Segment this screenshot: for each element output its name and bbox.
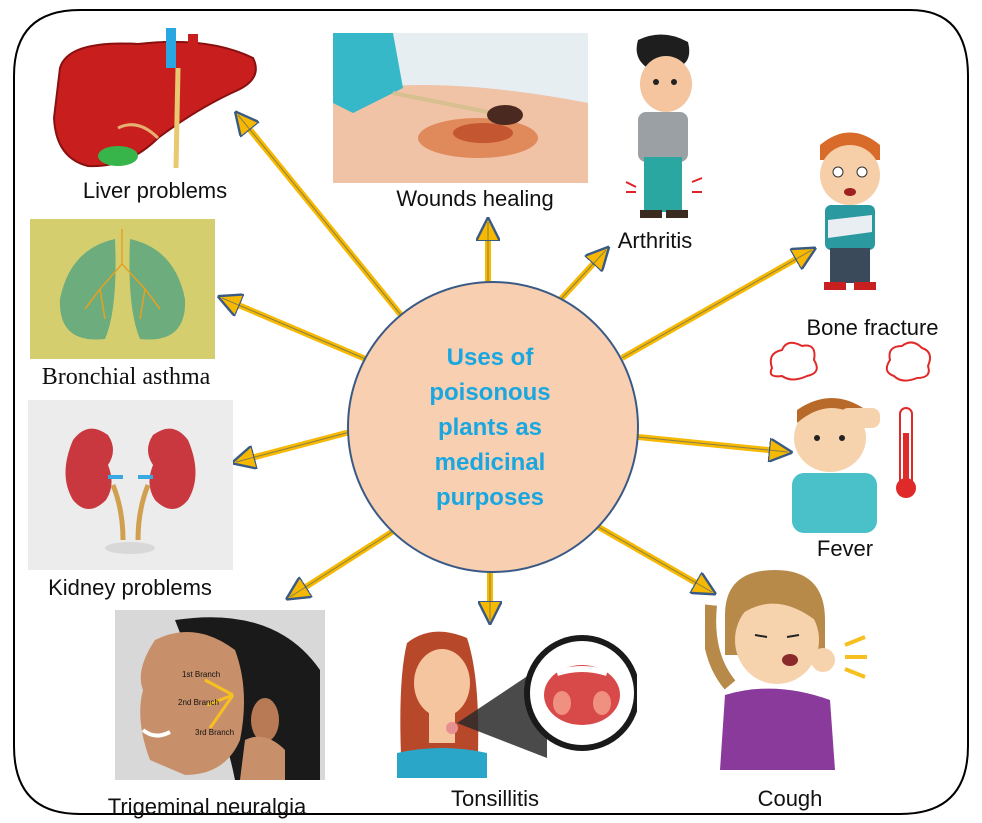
face-nerve-icon	[115, 610, 325, 780]
branch-3: 3rd Branch	[195, 728, 234, 737]
label-arthritis: Arthritis	[600, 228, 710, 254]
liver-icon	[48, 28, 268, 178]
lungs-icon	[30, 219, 215, 359]
center-title: Uses of poisonous plants as medicinal pu…	[390, 340, 590, 515]
center-line-1: Uses of	[390, 340, 590, 375]
label-wounds: Wounds healing	[370, 186, 580, 212]
center-line-2: poisonous	[390, 375, 590, 410]
label-kidney: Kidney problems	[30, 575, 230, 601]
fever-boy-icon	[762, 338, 942, 538]
wound-icon	[333, 33, 588, 183]
label-cough: Cough	[740, 786, 840, 812]
tonsils-icon	[397, 623, 637, 778]
label-asthma: Bronchial asthma	[22, 364, 230, 391]
center-line-5: purposes	[390, 480, 590, 515]
label-liver: Liver problems	[55, 178, 255, 204]
label-trigeminal: Trigeminal neuralgia	[92, 794, 322, 820]
branch-1: 1st Branch	[182, 670, 220, 679]
center-line-4: medicinal	[390, 445, 590, 480]
arthritis-boy-icon	[608, 32, 718, 222]
center-line-3: plants as	[390, 410, 590, 445]
label-tonsillitis: Tonsillitis	[430, 786, 560, 812]
kidney-icon	[28, 400, 233, 570]
branch-2: 2nd Branch	[178, 698, 219, 707]
bone-fracture-boy-icon	[800, 120, 900, 300]
coughing-girl-icon	[705, 565, 875, 770]
label-fever: Fever	[805, 536, 885, 562]
